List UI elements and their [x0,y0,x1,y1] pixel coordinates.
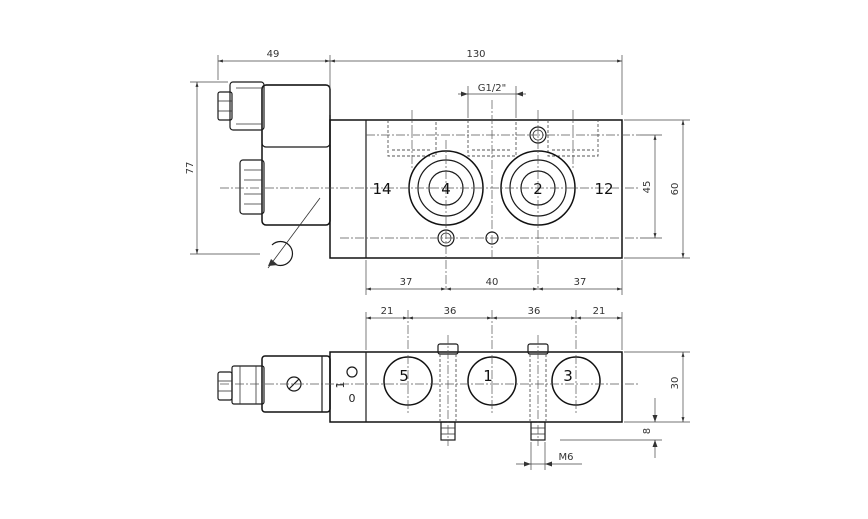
svg-text:45: 45 [642,181,653,194]
dim-coil-width: 49 [217,49,331,115]
manual-override-on: 1 [334,382,347,389]
svg-text:21: 21 [381,306,394,317]
dim-body-width: 60 [624,119,690,259]
svg-text:21: 21 [593,306,606,317]
dim-body-length: 130 [330,49,623,115]
svg-text:49: 49 [267,49,280,60]
svg-text:77: 77 [185,162,196,175]
solenoid-coil-top [217,81,331,226]
port-label-2: 2 [533,180,543,198]
manual-override: 1 0 [334,366,358,405]
svg-text:130: 130 [466,49,485,60]
dim-thread-size: G1/2" [458,83,526,118]
port-label-1: 1 [483,367,493,385]
dim-port-pitch: 45 [640,134,662,239]
thread-bores-hidden [387,120,599,157]
port-label-5: 5 [399,367,409,385]
port-label-14: 14 [372,180,391,198]
svg-text:40: 40 [486,277,499,288]
rotation-arrow-icon [268,240,294,267]
svg-text:M6: M6 [559,452,574,463]
dim-side-spacing: 21 36 36 21 [365,306,623,350]
svg-text:G1/2": G1/2" [478,83,506,94]
svg-text:8: 8 [642,428,653,434]
svg-text:37: 37 [574,277,587,288]
svg-text:30: 30 [670,377,681,390]
port-label-3: 3 [563,367,573,385]
top-view: 14 4 2 12 49 130 G1/2" [185,49,690,295]
dim-side-height: 30 [624,351,690,423]
dim-port-spacing: 37 40 37 [365,260,623,295]
svg-text:36: 36 [528,306,541,317]
svg-text:60: 60 [670,183,681,196]
svg-text:36: 36 [444,306,457,317]
dim-bolt-thread: M6 [516,442,582,470]
port-label-4: 4 [441,180,451,198]
side-view: 1 0 5 1 3 [217,306,690,470]
dim-overall-height: 77 [185,81,260,255]
port-label-12: 12 [594,180,613,198]
dim-bolt-length: 8 [560,398,662,458]
mounting-bolts [437,343,549,441]
manual-override-off: 0 [349,392,356,405]
svg-text:37: 37 [400,277,413,288]
